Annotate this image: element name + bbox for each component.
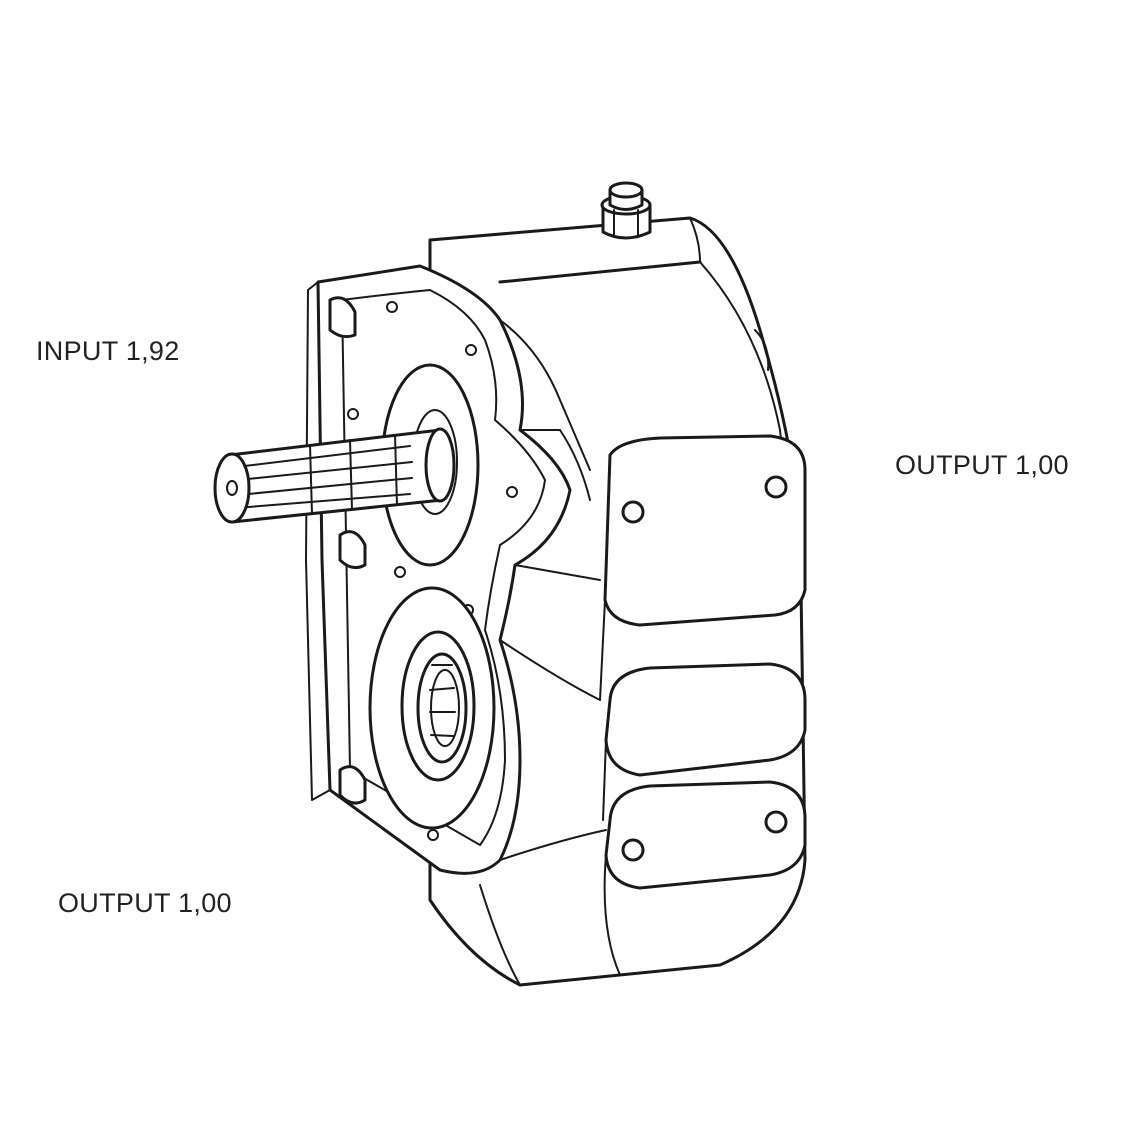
output-ratio-label-right: OUTPUT 1,00 [895,450,1069,480]
cover-plate-middle [604,662,807,777]
housing-ribs [479,319,607,986]
cover-plate-top [603,434,807,627]
cover-plate-bottom [604,780,807,890]
output-ratio-label-bottom: OUTPUT 1,00 [58,888,232,918]
input-ratio-label: INPUT 1,92 [36,336,180,366]
breather-plug [600,181,652,240]
input-shaft [213,427,456,524]
output-boss [368,586,496,830]
